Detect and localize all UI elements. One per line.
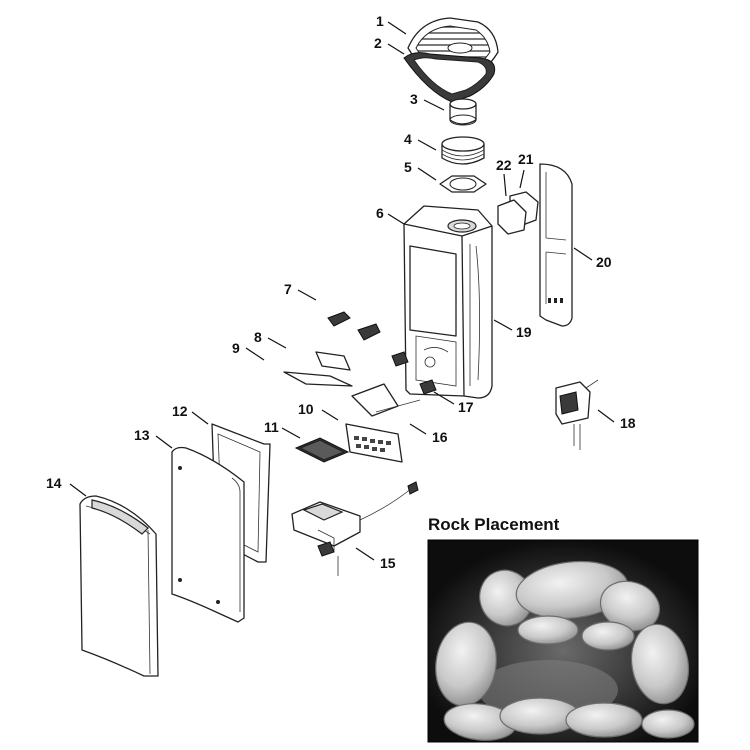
part-label: 6 bbox=[376, 205, 384, 221]
part-label: 19 bbox=[516, 324, 532, 340]
part-10-control-tray bbox=[345, 423, 403, 463]
rock-placement-inset: Rock Placement bbox=[427, 515, 699, 743]
part-5-flue-gasket bbox=[439, 175, 487, 193]
part-label: 2 bbox=[374, 35, 382, 51]
part-label: 12 bbox=[172, 403, 188, 419]
part-label: 5 bbox=[404, 159, 412, 175]
part-label: 13 bbox=[134, 427, 150, 443]
part-4-flue-adapter bbox=[441, 136, 485, 165]
part-label: 3 bbox=[410, 91, 418, 107]
part-label: 18 bbox=[620, 415, 636, 431]
part-label: 8 bbox=[254, 329, 262, 345]
part-label: 9 bbox=[232, 340, 240, 356]
part-20-side-panel bbox=[539, 163, 573, 327]
part-13-inner-door bbox=[171, 446, 245, 623]
part-9-burner-plate bbox=[283, 371, 353, 387]
part-label: 1 bbox=[376, 13, 384, 29]
part-2-top-frame bbox=[403, 52, 496, 103]
part-label: 15 bbox=[380, 555, 396, 571]
inset-title: Rock Placement bbox=[428, 515, 560, 534]
part-15-burner-assembly bbox=[291, 481, 419, 576]
part-14-front-door bbox=[79, 495, 159, 677]
part-label: 22 bbox=[496, 157, 512, 173]
part-label: 14 bbox=[46, 475, 62, 491]
part-label: 4 bbox=[404, 131, 412, 147]
part-18-ignition-module bbox=[555, 379, 599, 450]
part-16-baffle bbox=[351, 383, 421, 417]
part-label: 16 bbox=[432, 429, 448, 445]
part-11-control-board bbox=[294, 437, 350, 463]
firebox-fittings bbox=[391, 351, 437, 395]
part-8-burner-tray bbox=[315, 351, 351, 371]
part-6-firebox-body bbox=[403, 205, 493, 399]
part-label: 10 bbox=[298, 401, 314, 417]
rock-photo bbox=[435, 560, 695, 741]
part-7-valve-brackets bbox=[327, 311, 381, 341]
part-3-flue-collar bbox=[449, 98, 477, 126]
part-21-22-plates bbox=[497, 191, 539, 235]
leader-lines bbox=[69, 21, 615, 561]
part-label: 20 bbox=[596, 254, 612, 270]
part-label: 21 bbox=[518, 151, 534, 167]
part-label: 7 bbox=[284, 281, 292, 297]
part-number-labels: 1 2 3 4 5 6 7 8 9 10 11 12 13 14 15 16 1… bbox=[46, 13, 636, 571]
part-label: 11 bbox=[264, 419, 279, 435]
part-label: 17 bbox=[458, 399, 474, 415]
